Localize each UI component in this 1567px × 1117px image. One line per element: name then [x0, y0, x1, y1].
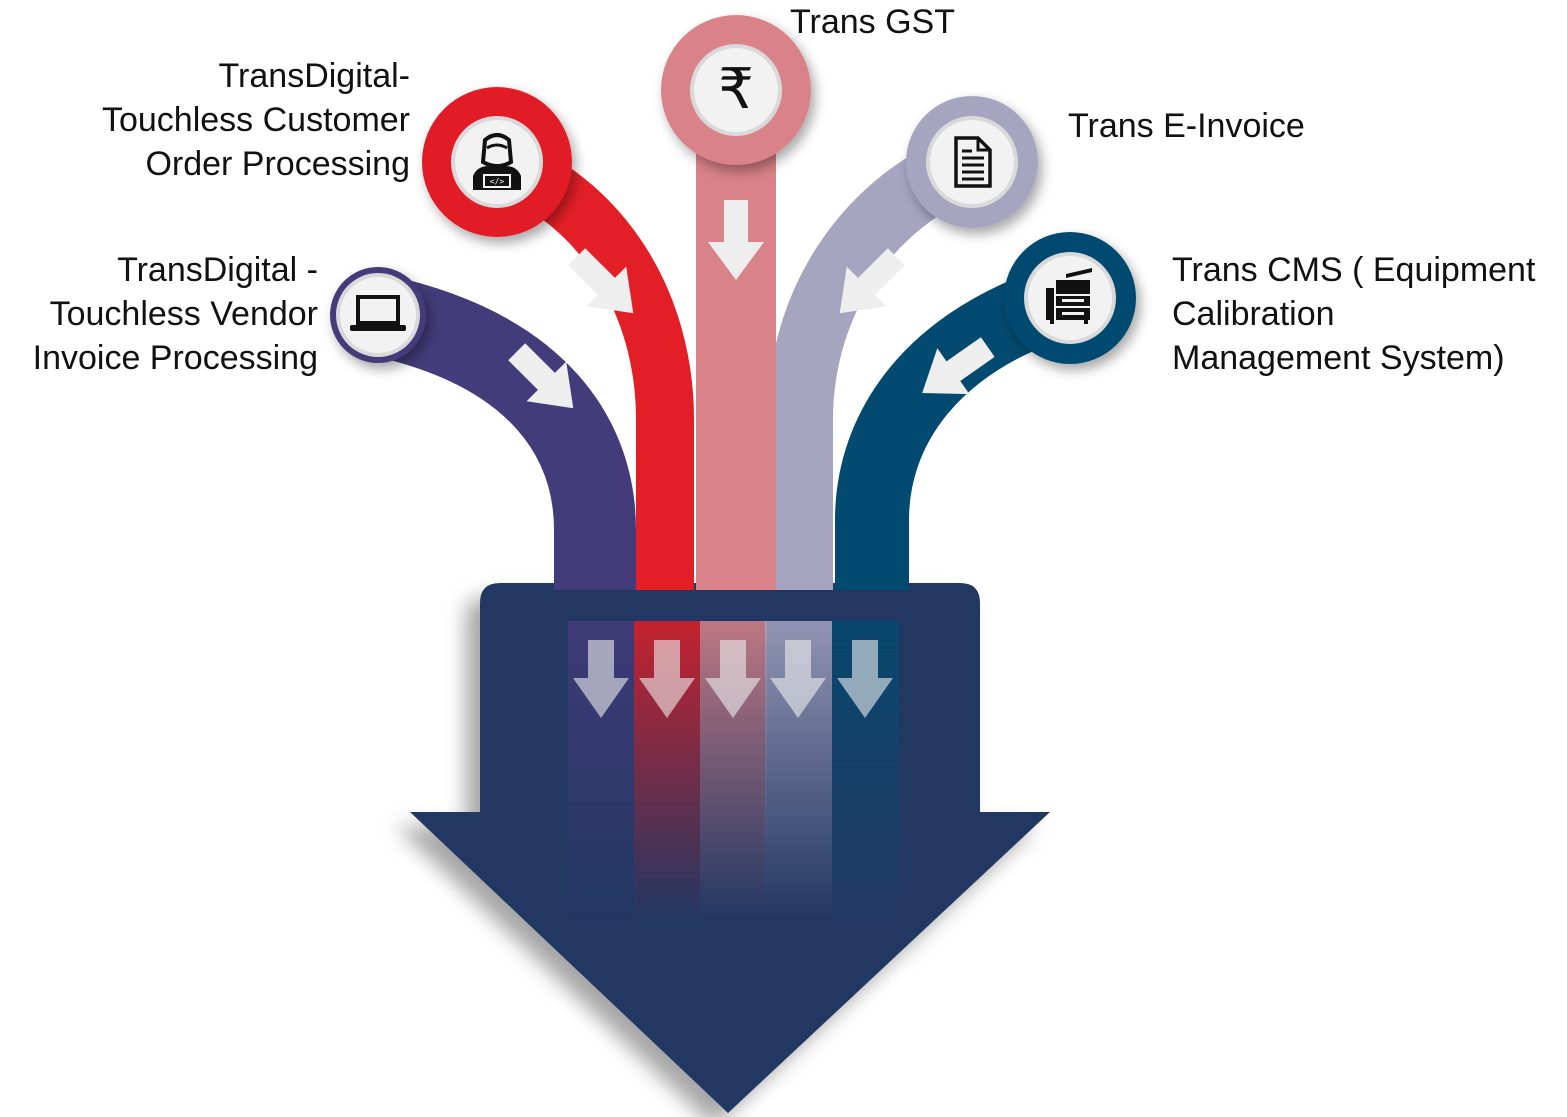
band-arrow-einvoice [839, 248, 905, 314]
inner-strip-arrows [573, 640, 893, 718]
document-icon [954, 136, 992, 188]
svg-text:</>: </> [490, 177, 505, 186]
strip-arrow-gst [705, 640, 761, 718]
icon-circles: </> ₹ [330, 15, 1136, 364]
label-vendor-line-2: Touchless Vendor [49, 295, 318, 333]
label-gst-line-1: Trans GST [790, 3, 955, 41]
label-einvoice: Trans E-Invoice [1068, 104, 1305, 148]
label-cms-line-2: Calibration [1172, 295, 1335, 333]
label-gst: Trans GST [790, 0, 955, 44]
circle-gst [661, 15, 811, 165]
label-einvoice-line-1: Trans E-Invoice [1068, 107, 1305, 145]
band-arrow-gst [708, 200, 764, 280]
label-cms-line-3: Management System) [1172, 339, 1505, 377]
label-vendor-line-1: TransDigital - [117, 251, 318, 289]
label-customer-line-1: TransDigital- [218, 57, 410, 95]
printer-icon [1046, 268, 1092, 324]
band-arrow-customer [568, 248, 634, 314]
label-vendor: TransDigital - Touchless Vendor Invoice … [14, 248, 318, 380]
label-vendor-line-3: Invoice Processing [32, 339, 318, 377]
developer-icon: </> [473, 133, 521, 190]
circle-vendor [330, 267, 426, 363]
label-customer-line-3: Order Processing [145, 145, 410, 183]
band-arrows [508, 200, 995, 409]
band-vendor [368, 274, 636, 590]
label-customer-line-2: Touchless Customer [101, 101, 410, 139]
svg-text:₹: ₹ [718, 57, 754, 122]
strip-arrow-customer [639, 640, 695, 718]
band-arrow-vendor [508, 343, 574, 409]
circle-einvoice [906, 96, 1038, 228]
laptop-icon [350, 295, 406, 331]
circle-customer [422, 87, 572, 237]
label-customer: TransDigital- Touchless Customer Order P… [60, 54, 410, 186]
rupee-icon: ₹ [718, 57, 754, 122]
label-cms-line-1: Trans CMS ( Equipment [1172, 251, 1536, 289]
label-cms: Trans CMS ( Equipment Calibration Manage… [1172, 248, 1535, 380]
strip-arrow-einvoice [770, 640, 826, 718]
band-arrow-cms [922, 337, 995, 395]
strip-arrow-vendor [573, 640, 629, 718]
strip-arrow-cms [837, 640, 893, 718]
